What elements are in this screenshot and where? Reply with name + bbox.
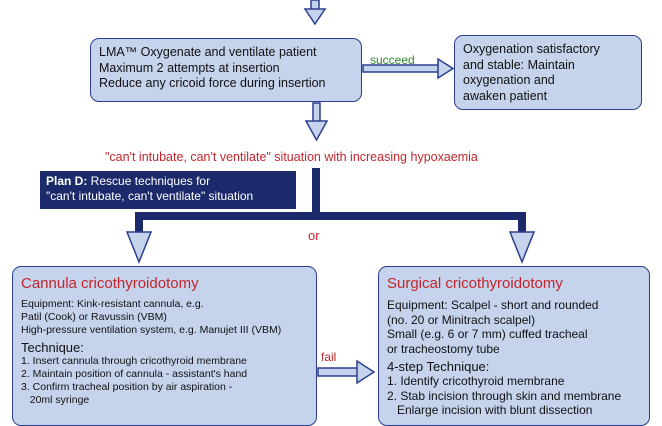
surgical-step: 2. Stab incision through skin and membra… [387, 388, 622, 403]
arrow-lma-down [304, 102, 329, 142]
oxygenation-line: Oxygenation satisfactory [463, 42, 600, 56]
succeed-label: succeed [370, 53, 415, 67]
surgical-equipment-line: Equipment: Scalpel - short and rounded [387, 298, 599, 312]
oxygenation-line: and stable: Maintain [463, 57, 575, 72]
cannula-step: 20ml syringe [21, 394, 90, 406]
plan-d-label: Plan D: Rescue techniques for "can't int… [40, 171, 296, 209]
connector-arrows [125, 0, 536, 385]
fail-label: fail [321, 350, 337, 364]
situation-text: "can't intubate, can't ventilate" situat… [105, 150, 478, 164]
cannula-equipment-line: Equipment: Kink-resistant cannula, e.g. [21, 298, 204, 310]
cannula-technique-heading: Technique: [21, 340, 84, 355]
surgical-step: 1. Identify cricothyroid membrane [387, 374, 565, 388]
cannula-title: Cannula cricothyroidotomy [21, 275, 199, 292]
surgical-step: Enlarge incision with blunt dissection [387, 403, 593, 417]
lma-line: Reduce any cricoid force during insertio… [99, 76, 326, 90]
plan-d-line2: "can't intubate, can't ventilate" situat… [46, 189, 254, 203]
cannula-step: 3. Confirm tracheal position by air aspi… [21, 381, 233, 393]
arrow-top-in [303, 0, 327, 26]
plan-d-prefix: Plan D: [46, 174, 88, 188]
surgical-equipment-line: or tracheostomy tube [387, 341, 500, 356]
oxygenation-line: oxygenation and [463, 73, 555, 87]
plan-d-line1: Plan D: Rescue techniques for [46, 174, 290, 189]
plan-d-line1-rest: Rescue techniques for [87, 174, 211, 188]
oxygenation-box: Oxygenation satisfactory and stable: Mai… [454, 35, 642, 110]
surgical-equipment-line: Small (e.g. 6 or 7 mm) cuffed tracheal [387, 327, 588, 341]
cannula-box: Cannula cricothyroidotomy Equipment: Kin… [12, 266, 317, 426]
surgical-title: Surgical cricothyroidotomy [387, 275, 563, 292]
cannula-step: 1. Insert cannula through cricothyroid m… [21, 355, 247, 367]
cannula-equipment-line: Patil (Cook) or Ravussin (VBM) [21, 311, 167, 323]
cannula-step: 2. Maintain position of cannula - assist… [21, 368, 248, 380]
oxygenation-line: awaken patient [463, 88, 548, 103]
cannula-equipment-line: High-pressure ventilation system, e.g. M… [21, 324, 282, 336]
surgical-box: Surgical cricothyroidotomy Equipment: Sc… [378, 266, 650, 426]
lma-box: LMA™ Oxygenate and ventilate patient Max… [90, 38, 362, 102]
lma-line: LMA™ Oxygenate and ventilate patient [99, 45, 317, 59]
surgical-technique-heading: 4-step Technique: [387, 359, 490, 374]
arrow-fail [317, 359, 376, 385]
arrow-succeed [362, 57, 455, 80]
lma-line: Maximum 2 attempts at insertion [99, 60, 280, 75]
split-connector [125, 168, 536, 265]
surgical-equipment-line: (no. 20 or Minitrach scalpel) [387, 312, 536, 327]
or-label: or [308, 228, 320, 243]
